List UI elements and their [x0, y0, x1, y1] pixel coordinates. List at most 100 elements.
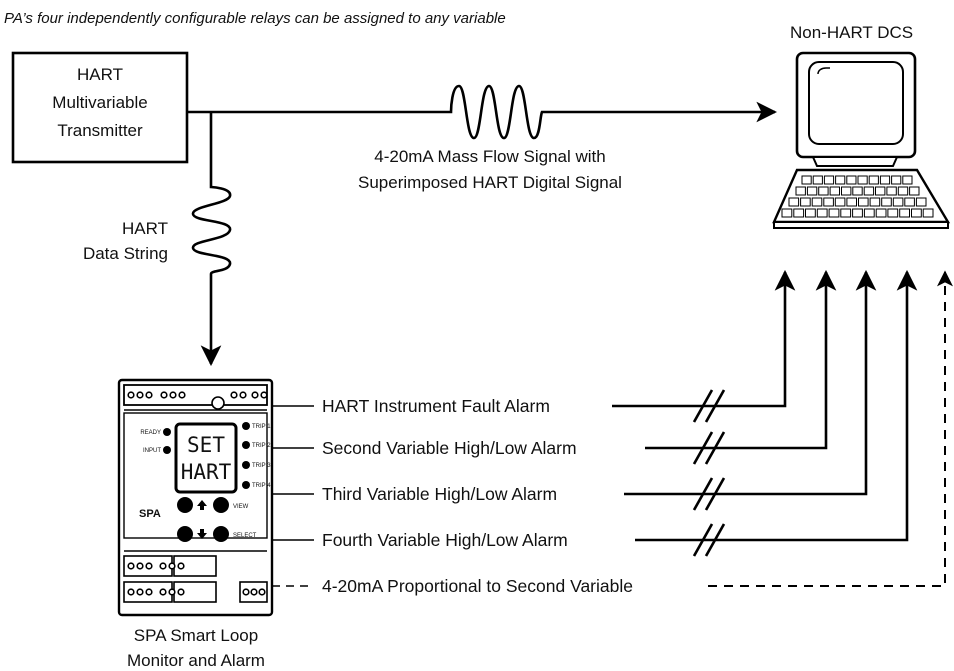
terminal-screw-icon: [250, 588, 258, 596]
terminal-screw-icon: [260, 391, 268, 399]
keyboard-key: [875, 186, 886, 196]
transmitter-label-line3: Transmitter: [57, 121, 143, 140]
keyboard-key: [835, 175, 846, 185]
keyboard-key: [829, 186, 840, 196]
terminal-screw-icon: [159, 588, 167, 596]
keyboard-key: [858, 197, 869, 207]
terminal-screw-icon: [145, 562, 153, 570]
terminal-screw-icon: [168, 588, 176, 596]
keyboard-key: [911, 208, 922, 218]
keyboard-key: [806, 186, 818, 196]
terminal-screw-icon: [258, 588, 266, 596]
lcd-line2: HART: [181, 460, 232, 484]
arrow-up-icon: [197, 500, 207, 510]
transmitter-box: HART Multivariable Transmitter: [11, 51, 189, 164]
keyboard-key: [869, 197, 881, 207]
keyboard-key: [823, 197, 834, 207]
terminal-screw-icon: [136, 391, 144, 399]
terminal-screw-icon: [145, 588, 153, 596]
keyboard-key: [805, 208, 816, 218]
dcs-computer-icon: [772, 51, 951, 229]
keyboard-key: [892, 197, 904, 207]
keyboard-key: [793, 208, 805, 218]
keyboard-key: [846, 175, 857, 185]
keyboard-key: [852, 186, 863, 196]
down-button[interactable]: [177, 526, 193, 542]
trip4-label: TRIP 4: [252, 483, 271, 489]
spa-caption-line1: SPA Smart Loop: [134, 626, 258, 645]
analog-output-line: 4-20mA Proportional to Second Variable: [272, 270, 953, 596]
keyboard-key: [816, 208, 828, 218]
keyboard-key: [897, 186, 909, 196]
keyboard-key: [891, 175, 902, 185]
spa-brand: SPA: [139, 508, 161, 520]
hart-data-string-line: [191, 112, 232, 367]
alarm-label-1: HART Instrument Fault Alarm: [322, 396, 550, 416]
signal-label-line2: Superimposed HART Digital Signal: [358, 173, 622, 192]
keyboard-key: [922, 208, 934, 218]
alarm-label-2: Second Variable High/Low Alarm: [322, 438, 577, 458]
caption-text: PA’s four independently configurable rel…: [4, 10, 506, 27]
spa-device: SET HART READY INPUT TRIP 1 TRIP 2 TRIP …: [117, 378, 274, 617]
keyboard-key: [863, 208, 875, 218]
break-markers: [692, 389, 726, 557]
keyboard-key: [879, 175, 891, 185]
alarm-label-3: Third Variable High/Low Alarm: [322, 484, 557, 504]
lcd-line1: SET: [187, 433, 225, 457]
transmitter-label-line2: Multivariable: [52, 93, 147, 112]
keyboard-key: [800, 197, 811, 207]
terminal-screw-icon: [251, 391, 259, 399]
keyboard-key: [841, 186, 852, 196]
keyboard-key: [812, 175, 823, 185]
input-led-icon: [163, 446, 171, 454]
ready-label: READY: [140, 430, 161, 436]
terminal-screw-icon: [169, 391, 177, 399]
trip2-label: TRIP 2: [252, 443, 271, 449]
dcs-title: Non-HART DCS: [790, 23, 913, 42]
keyboard-key: [823, 175, 835, 185]
view-button[interactable]: [213, 497, 229, 513]
terminal-screw-icon: [145, 391, 153, 399]
keyboard-key: [886, 186, 897, 196]
alarm-label-4: Fourth Variable High/Low Alarm: [322, 530, 568, 550]
select-button[interactable]: [213, 526, 229, 542]
keyboard-key: [834, 197, 846, 207]
keyboard-key: [840, 208, 852, 218]
trip3-led-icon: [242, 461, 250, 469]
keyboard-key: [828, 208, 840, 218]
keyboard-key: [846, 197, 858, 207]
terminal-screw-icon: [127, 562, 135, 570]
alarm-line-2: Second Variable High/Low Alarm: [272, 269, 837, 458]
alarm-line-3: Third Variable High/Low Alarm: [272, 269, 877, 504]
data-string-label-line2: Data String: [83, 244, 168, 263]
alarm-line-1: HART Instrument Fault Alarm: [272, 269, 796, 416]
arrow-down-icon: [197, 529, 207, 539]
keyboard-key: [857, 175, 868, 185]
trip4-led-icon: [242, 481, 250, 489]
terminal-screw-icon: [127, 588, 135, 596]
alarm-line-4: Fourth Variable High/Low Alarm: [272, 269, 918, 550]
view-label: VIEW: [233, 504, 249, 510]
keyboard-key: [781, 208, 793, 218]
transmitter-label-line1: HART: [77, 65, 123, 84]
terminal-screw-icon: [178, 391, 186, 399]
mass-flow-signal-line: [187, 84, 778, 140]
signal-label-line1: 4-20mA Mass Flow Signal with: [374, 147, 605, 166]
keyboard-key: [795, 186, 806, 196]
keyboard-key: [811, 197, 823, 207]
terminal-screw-icon: [159, 562, 167, 570]
terminal-screw-icon: [239, 391, 247, 399]
terminal-screw-icon: [230, 391, 238, 399]
up-button[interactable]: [177, 497, 193, 513]
keyboard-key: [904, 197, 915, 207]
input-label: INPUT: [143, 448, 161, 454]
select-label: SELECT: [233, 533, 257, 539]
terminal-screw-icon: [168, 562, 176, 570]
trip3-label: TRIP 3: [252, 463, 271, 469]
terminal-screw-icon: [177, 562, 185, 570]
terminal-screw-icon: [160, 391, 168, 399]
keyboard-key: [881, 197, 892, 207]
terminal-screw-icon: [177, 588, 185, 596]
